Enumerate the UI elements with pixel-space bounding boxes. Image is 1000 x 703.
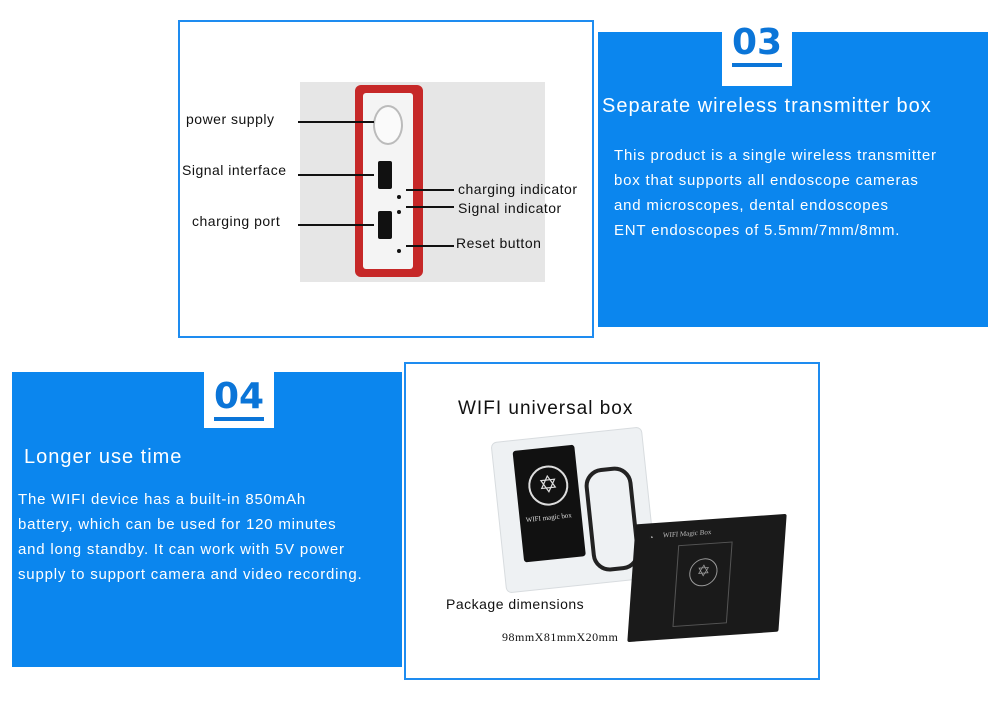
section-03-badge: 03 xyxy=(722,0,792,86)
leader-signal-interface xyxy=(298,174,374,176)
leader-charging-indicator xyxy=(406,189,454,191)
leader-charging-port xyxy=(298,224,374,226)
box-title: WIFI universal box xyxy=(458,398,634,419)
device-print: WIFI magic box xyxy=(525,511,573,525)
section-03-line-3: and microscopes, dental endoscopes xyxy=(614,197,889,214)
section-04-badge: 04 xyxy=(204,372,274,428)
retail-box-print: WIFI Magic Box xyxy=(662,528,712,540)
label-power-supply: power supply xyxy=(186,111,275,127)
section-03-line-4: ENT endoscopes of 5.5mm/7mm/8mm. xyxy=(614,222,901,239)
signal-led xyxy=(397,210,401,214)
section-04-line-3: and long standby. It can work with 5V po… xyxy=(18,541,345,558)
reset-hole xyxy=(397,249,401,253)
section-04-body: The WIFI device has a built-in 850mAh ba… xyxy=(18,487,363,587)
section-04-title: Longer use time xyxy=(24,446,183,468)
label-signal-interface: Signal interface xyxy=(182,162,287,178)
label-signal-indicator: Signal indicator xyxy=(458,200,562,216)
section-03-number: 03 xyxy=(731,22,783,67)
section-03-line-2: box that supports all endoscope cameras xyxy=(614,172,919,189)
signal-port xyxy=(378,161,392,189)
label-charging-port: charging port xyxy=(192,213,281,229)
wifi-icon: ◔ xyxy=(648,533,654,543)
section-04-line-1: The WIFI device has a built-in 850mAh xyxy=(18,491,307,508)
leader-signal-indicator xyxy=(406,206,454,208)
package-dimensions-label: Package dimensions xyxy=(446,596,585,612)
transmitter-device-photo xyxy=(300,82,545,282)
device-red-shell xyxy=(355,85,423,277)
retail-box-window: ✡ xyxy=(672,541,733,628)
device-face xyxy=(363,93,413,269)
pentagram-logo-icon: ✡ xyxy=(526,463,571,508)
charging-port-socket xyxy=(378,211,392,239)
device-diagram-frame: power supply Signal interface charging p… xyxy=(178,20,594,338)
magic-box-device: ✡ WIFI magic box xyxy=(512,444,586,563)
leader-reset-button xyxy=(406,245,454,247)
section-03-line-1: This product is a single wireless transm… xyxy=(614,147,937,164)
retail-box: ◔ WIFI Magic Box ✡ xyxy=(627,513,787,643)
package-dimensions-value: 98mmX81mmX20mm xyxy=(502,630,619,644)
section-04-line-2: battery, which can be used for 120 minut… xyxy=(18,516,337,533)
label-charging-indicator: charging indicator xyxy=(458,181,578,197)
charging-led xyxy=(397,195,401,199)
section-03-panel: 03 Separate wireless transmitter box Thi… xyxy=(598,0,988,327)
section-03-body: This product is a single wireless transm… xyxy=(614,143,937,243)
leader-power-supply xyxy=(298,121,374,123)
product-photo-frame: WIFI universal box ✡ WIFI magic box ◔ WI… xyxy=(404,362,820,680)
section-04-line-4: supply to support camera and video recor… xyxy=(18,566,363,583)
section-04-number: 04 xyxy=(213,376,265,421)
section-04-panel: 04 Longer use time The WIFI device has a… xyxy=(12,372,402,667)
section-03-title: Separate wireless transmitter box xyxy=(602,95,932,117)
retail-pentagram-icon: ✡ xyxy=(688,557,719,588)
power-button xyxy=(373,105,403,145)
label-reset-button: Reset button xyxy=(456,235,542,251)
